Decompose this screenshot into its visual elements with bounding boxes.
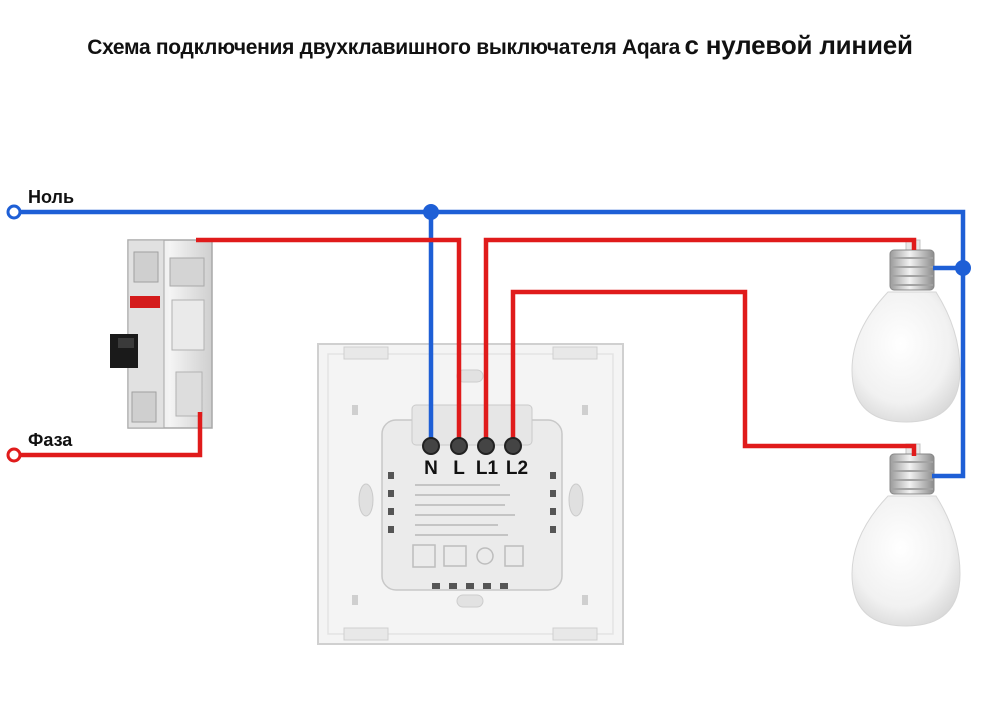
neutral-wire-main (20, 209, 966, 479)
terminal-label-n: N (424, 458, 438, 479)
phase-wire-input (20, 412, 203, 458)
circuit-breaker (110, 239, 213, 429)
terminal-label-l: L (453, 458, 465, 479)
aqara-switch (317, 343, 624, 645)
switch-terminals (422, 437, 522, 455)
terminal-label-l2: L2 (506, 458, 528, 479)
light-bulb-bottom (851, 443, 961, 627)
title-part-2: с нулевой линией (684, 30, 913, 60)
wires (20, 209, 966, 479)
terminal-screw-l1 (477, 437, 495, 455)
terminal-label-l1: L1 (476, 458, 499, 479)
neutral-label: Ноль (28, 187, 74, 207)
neutral-input-terminal (6, 204, 22, 220)
phase-input-terminal (6, 447, 22, 463)
diagram-title: Схема подключения двухклавишного выключа… (0, 30, 1000, 61)
neutral-junction-dot-right (955, 260, 971, 276)
phase-label: Фаза (28, 430, 73, 450)
line-wire-l2 (510, 289, 917, 456)
title-part-1: Схема подключения двухклавишного выключа… (87, 36, 681, 59)
neutral-junction-dot (423, 204, 439, 220)
line-wire-l1 (483, 237, 917, 444)
terminal-screw-l2 (504, 437, 522, 455)
light-bulb-top (851, 239, 961, 423)
terminal-screw-n (422, 437, 440, 455)
phase-wire-breaker-out (196, 237, 462, 444)
terminal-screw-l (450, 437, 468, 455)
